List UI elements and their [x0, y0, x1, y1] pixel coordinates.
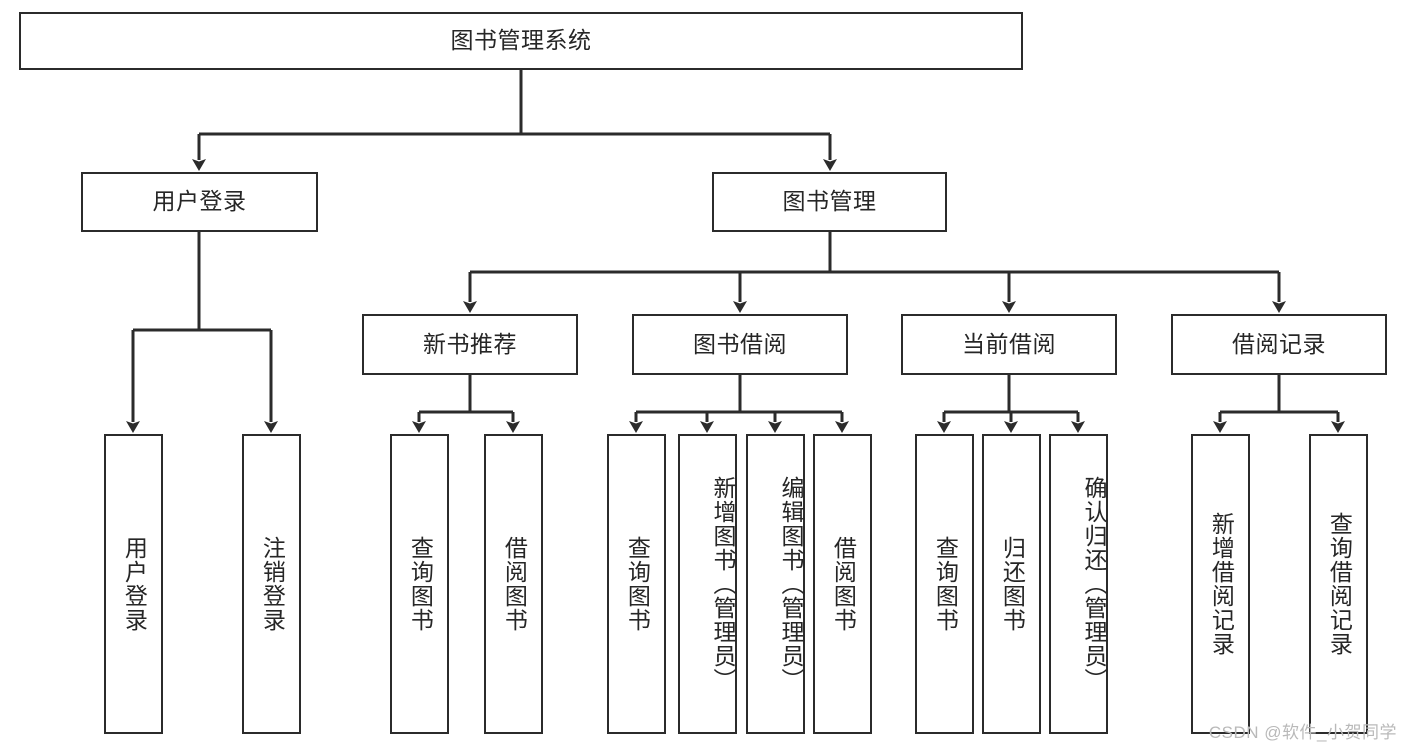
node-root-label: 图书管理系统 [450, 27, 592, 54]
leaf-edit-book-admin[interactable]: 编辑图书（管理员） [746, 434, 805, 734]
leaf-user-login-label: 用户登录 [121, 536, 148, 632]
leaf-edit-book-admin-label: 编辑图书（管理员） [778, 476, 804, 692]
leaf-logout[interactable]: 注销登录 [242, 434, 301, 734]
node-book-borrow-label: 图书借阅 [693, 330, 787, 357]
leaf-query-book-cb-label: 查询图书 [932, 536, 959, 632]
node-book-borrow[interactable]: 图书借阅 [632, 314, 848, 375]
leaf-confirm-return-admin-label: 确认归还（管理员） [1081, 476, 1107, 692]
leaf-return-book[interactable]: 归还图书 [982, 434, 1041, 734]
node-user-login[interactable]: 用户登录 [81, 172, 318, 232]
leaf-query-book-bb[interactable]: 查询图书 [607, 434, 666, 734]
leaf-query-borrow-record[interactable]: 查询借阅记录 [1309, 434, 1368, 734]
node-new-book-recommend[interactable]: 新书推荐 [362, 314, 578, 375]
leaf-query-book-cb[interactable]: 查询图书 [915, 434, 974, 734]
leaf-borrow-book-nbr-label: 借阅图书 [501, 536, 528, 632]
leaf-confirm-return-admin[interactable]: 确认归还（管理员） [1049, 434, 1108, 734]
node-borrow-record[interactable]: 借阅记录 [1171, 314, 1387, 375]
node-book-management-label: 图书管理 [782, 188, 877, 215]
leaf-borrow-book-bb-label: 借阅图书 [830, 536, 857, 632]
leaf-query-book-nbr[interactable]: 查询图书 [390, 434, 449, 734]
leaf-query-book-nbr-label: 查询图书 [407, 536, 434, 632]
leaf-borrow-book-nbr[interactable]: 借阅图书 [484, 434, 543, 734]
leaf-return-book-label: 归还图书 [999, 536, 1026, 632]
leaf-add-borrow-record[interactable]: 新增借阅记录 [1191, 434, 1250, 734]
node-book-management[interactable]: 图书管理 [712, 172, 947, 232]
node-new-book-recommend-label: 新书推荐 [423, 330, 517, 357]
leaf-add-borrow-record-label: 新增借阅记录 [1208, 512, 1235, 656]
node-user-login-label: 用户登录 [152, 188, 247, 215]
leaf-query-book-bb-label: 查询图书 [624, 536, 651, 632]
node-current-borrow[interactable]: 当前借阅 [901, 314, 1117, 375]
leaf-add-book-admin[interactable]: 新增图书（管理员） [678, 434, 737, 734]
leaf-add-book-admin-label: 新增图书（管理员） [710, 476, 736, 692]
leaf-logout-label: 注销登录 [259, 536, 286, 632]
node-borrow-record-label: 借阅记录 [1232, 330, 1326, 357]
node-current-borrow-label: 当前借阅 [962, 330, 1056, 357]
leaf-borrow-book-bb[interactable]: 借阅图书 [813, 434, 872, 734]
node-root[interactable]: 图书管理系统 [19, 12, 1023, 70]
leaf-query-borrow-record-label: 查询借阅记录 [1326, 512, 1353, 656]
leaf-user-login[interactable]: 用户登录 [104, 434, 163, 734]
